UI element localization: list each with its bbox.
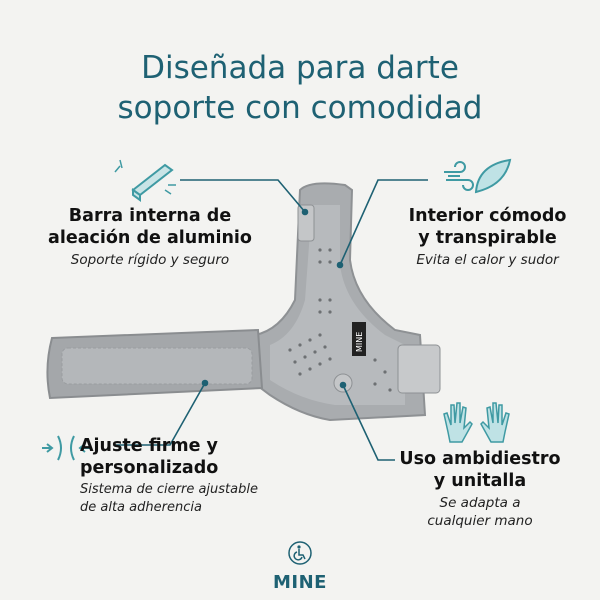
title-line: Ajuste firme y [80, 436, 218, 456]
title-line: Uso ambidiestro [399, 449, 561, 469]
subtitle-line: cualquier mano [427, 513, 533, 529]
two-hands-icon [443, 402, 510, 443]
title-line: Diseñada para darte [141, 50, 459, 86]
feature-subtitle: Soporte rígido y seguro [70, 252, 230, 268]
title-line: y transpirable [418, 228, 557, 248]
title-line: soporte con comodidad [117, 90, 483, 126]
title-line: personalizado [80, 458, 219, 478]
title-line: Barra interna de [68, 206, 232, 226]
leader-lines [115, 179, 428, 461]
subtitle-line: Se adapta a [439, 495, 521, 511]
title-line: Interior cómodo [408, 206, 567, 226]
feature-subtitle: Sistema de cierre ajustable de alta adher… [80, 481, 290, 517]
page-title: Diseñada para darte soporte con comodida… [0, 48, 600, 128]
subtitle-line: Sistema de cierre ajustable [80, 482, 258, 497]
wheelchair-icon [288, 541, 312, 565]
logo-text: MINE [273, 572, 327, 593]
subtitle-line: de alta adherencia [80, 500, 202, 515]
compress-arrows-icon [42, 435, 90, 461]
wrist-brace-image [46, 182, 441, 422]
product-label: MINE [355, 332, 364, 352]
feature-subtitle: Evita el calor y sudor [416, 252, 559, 268]
brand-logo: MINE [270, 540, 330, 593]
title-line: aleación de aluminio [48, 228, 252, 248]
aluminum-bar-icon [114, 159, 176, 202]
wind-feather-icon [444, 158, 512, 194]
title-line: y unitalla [433, 471, 527, 491]
feature-subtitle: Se adapta a cualquier mano [390, 494, 570, 530]
